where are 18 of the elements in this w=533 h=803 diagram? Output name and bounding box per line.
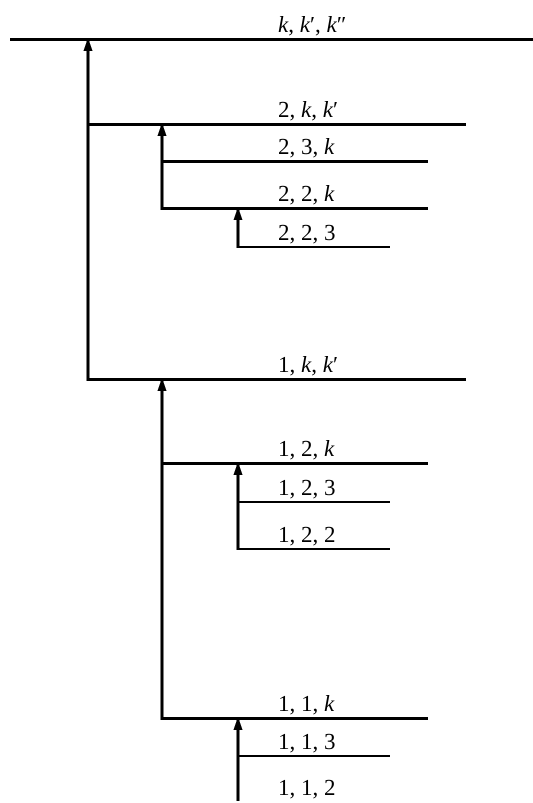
level-label: 2, 2, 3 [278, 221, 336, 244]
arrow [234, 207, 242, 248]
level-label: 2, 2, k [278, 182, 334, 205]
arrow [158, 123, 166, 163]
level-label: 1, 2, 2 [278, 523, 336, 546]
level-label: 2, k, k′ [278, 98, 338, 121]
level-label: 1, 2, 3 [278, 476, 336, 499]
arrow [234, 717, 242, 757]
arrow [158, 378, 166, 465]
level-label: 1, k, k′ [278, 353, 338, 376]
level-label: 1, 1, 2 [278, 776, 336, 799]
arrow [234, 462, 242, 503]
level-label: 2, 3, k [278, 135, 334, 158]
level-label: k, k′, k″ [278, 13, 346, 36]
level-label: 1, 1, 3 [278, 730, 336, 753]
arrow [84, 38, 92, 126]
level-label: 1, 2, k [278, 437, 334, 460]
level-label: 1, 1, k [278, 692, 334, 715]
